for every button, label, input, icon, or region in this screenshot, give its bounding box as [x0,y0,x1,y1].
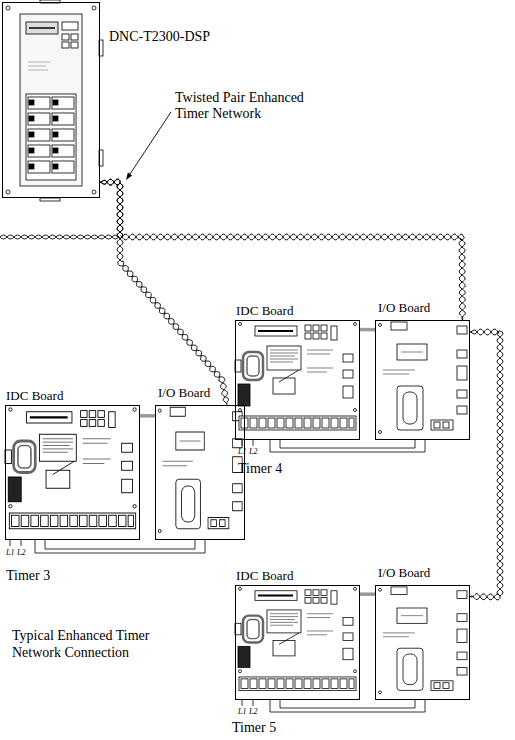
cable-wire [470,329,503,600]
idc-board-art [5,408,136,529]
ribbon-cable [360,329,375,330]
io-board-art [379,587,468,694]
field-wiring [10,440,425,712]
cable-wire [100,179,465,320]
timer-label: Timer 4 [238,461,282,477]
io-board-art [379,322,468,434]
board-label: I/O Board [378,301,430,316]
cable-wire [470,329,503,600]
cable-wire [100,179,228,404]
timer-label: Timer 3 [6,568,50,584]
idc-board-art [235,587,357,690]
io-board: I/O Board [375,320,470,440]
terminal-label: L2 [249,447,257,456]
twisted-pair-cable [100,179,229,405]
terminal-label: L1 [6,548,14,557]
board-label: I/O Board [378,566,430,581]
leader-line [126,112,171,180]
timer-label: Timer 5 [232,720,276,736]
controller-enclosure: DNC-T2300-DSP [2,2,100,198]
cable-label: Twisted Pair Enhanced Timer Network [175,90,320,122]
controller-art [6,0,103,201]
ribbon-cable [140,415,155,416]
terminal-label: L2 [249,707,257,716]
board-label: IDC Board [236,304,293,319]
network-cable-stub [0,235,119,239]
idc-board: IDC Board [5,405,140,540]
idc-board: IDC Board [235,585,360,700]
device-label: DNC-T2300-DSP [109,29,210,45]
board-label: I/O Board [158,386,210,401]
terminal-label: L2 [17,548,25,557]
terminal-label: L1 [238,707,246,716]
cable-wire [360,592,375,596]
twisted-pair-cable [100,179,465,320]
idc-board: IDC Board [235,320,360,440]
cable-wire [140,414,155,418]
board-label: IDC Board [6,389,63,404]
terminal-label: L1 [238,447,246,456]
figure-caption: Typical Enhanced Timer Network Connectio… [12,627,192,661]
board-label: IDC Board [236,569,293,584]
cable-wire [100,179,465,320]
cable-wire [360,328,375,332]
io-board: I/O Board [375,585,470,700]
idc-board-art [235,323,357,431]
io-board: I/O Board [155,405,245,540]
twisted-pair-cable [470,329,503,600]
ribbon-cable [360,594,375,595]
io-board-art [158,407,242,532]
cable-wire [100,179,229,404]
